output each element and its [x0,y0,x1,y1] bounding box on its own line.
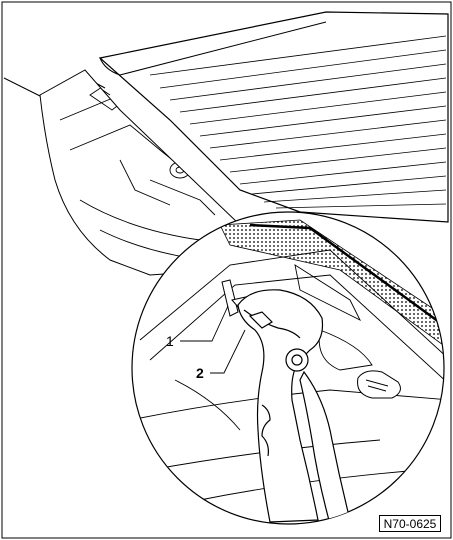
fastener-right [357,370,401,399]
roof-panel [98,11,449,223]
figure-code-label: N70-0625 [379,515,441,532]
callout-leaders [180,305,246,374]
callout-label-2: 2 [196,365,204,381]
callout-label-1: 1 [166,333,174,349]
magnified-view [131,211,445,525]
